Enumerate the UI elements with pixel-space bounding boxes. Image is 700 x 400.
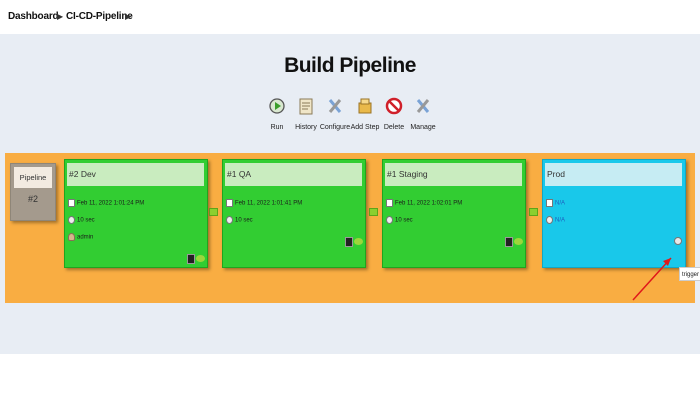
rerun-icon[interactable] <box>196 255 205 262</box>
stage-arrow-icon <box>529 208 538 216</box>
stage-dev-date-row: Feb 11, 2022 1:01:24 PM <box>68 199 144 207</box>
stage-staging-duration: 10 sec <box>395 217 413 224</box>
stage-dev-title[interactable]: #2 Dev <box>67 163 204 186</box>
add-step-button[interactable]: Add Step <box>343 96 387 131</box>
stage-dev-user: admin <box>77 234 94 241</box>
clock-icon <box>68 216 75 224</box>
run-icon <box>267 96 287 116</box>
stage-staging-duration-row: 10 sec <box>386 216 413 224</box>
stage-prod-duration: N/A <box>555 217 566 224</box>
stage-qa-duration: 10 sec <box>235 217 253 224</box>
annotation-arrow <box>632 257 672 301</box>
breadcrumb-ci-cd-pipeline[interactable]: CI-CD-Pipeline <box>66 11 133 22</box>
console-icon[interactable] <box>187 254 195 264</box>
pipeline-number: #2 <box>27 194 38 204</box>
console-icon[interactable] <box>505 237 513 247</box>
breadcrumb-chevron-icon[interactable]: ▶ <box>57 12 64 21</box>
stage-dev-date: Feb 11, 2022 1:01:24 PM <box>77 200 145 207</box>
stage-qa[interactable]: #1 QA Feb 11, 2022 1:01:41 PM 10 sec <box>222 159 366 268</box>
stage-qa-date: Feb 11, 2022 1:01:41 PM <box>235 200 303 207</box>
run-button[interactable]: Run <box>255 96 299 131</box>
stage-qa-duration-row: 10 sec <box>226 216 253 224</box>
pipeline-label: Pipeline <box>14 167 52 188</box>
history-button[interactable]: History <box>284 96 328 131</box>
clock-icon <box>546 216 553 224</box>
console-icon[interactable] <box>345 237 353 247</box>
history-label: History <box>295 124 317 131</box>
top-bar: Dashboard ▶ CI-CD-Pipeline ▶ <box>0 0 700 34</box>
stage-qa-date-row: Feb 11, 2022 1:01:41 PM <box>226 199 302 207</box>
trigger-tooltip: trigger <box>679 267 700 281</box>
stage-prod-title[interactable]: Prod <box>545 163 682 186</box>
calendar-icon <box>546 199 553 207</box>
manage-icon <box>413 96 433 116</box>
breadcrumb-dashboard[interactable]: Dashboard <box>8 11 59 22</box>
stage-staging[interactable]: #1 Staging Feb 11, 2022 1:02:01 PM 10 se… <box>382 159 526 268</box>
add-step-icon <box>355 96 375 116</box>
stage-staging-date-row: Feb 11, 2022 1:02:01 PM <box>386 199 462 207</box>
user-icon <box>68 233 75 241</box>
calendar-icon <box>226 199 233 207</box>
stage-arrow-icon <box>369 208 378 216</box>
trigger-icon[interactable] <box>674 237 682 245</box>
delete-button[interactable]: Delete <box>372 96 416 131</box>
manage-label: Manage <box>410 124 436 131</box>
delete-label: Delete <box>383 124 405 131</box>
add-step-label: Add Step <box>350 124 380 131</box>
stage-staging-title[interactable]: #1 Staging <box>385 163 522 186</box>
stage-prod-duration-row: N/A <box>546 216 565 224</box>
history-icon <box>296 96 316 116</box>
stage-staging-date: Feb 11, 2022 1:02:01 PM <box>395 200 463 207</box>
delete-icon <box>384 96 404 116</box>
stage-prod-date: N/A <box>555 200 566 207</box>
stage-prod-date-row: N/A <box>546 199 565 207</box>
run-label: Run <box>270 124 284 131</box>
configure-button[interactable]: Configure <box>313 96 357 131</box>
page-title: Build Pipeline <box>284 54 416 77</box>
stage-qa-title[interactable]: #1 QA <box>225 163 362 186</box>
calendar-icon <box>68 199 75 207</box>
rerun-icon[interactable] <box>354 238 363 245</box>
stage-dev-duration: 10 sec <box>77 217 95 224</box>
stage-dev-user-row: admin <box>68 233 93 241</box>
stage-prod[interactable]: Prod N/A N/A <box>542 159 686 268</box>
calendar-icon <box>386 199 393 207</box>
stage-dev-duration-row: 10 sec <box>68 216 95 224</box>
manage-button[interactable]: Manage <box>401 96 445 131</box>
pipeline-run-box[interactable]: Pipeline #2 <box>10 163 56 221</box>
stage-arrow-icon <box>209 208 218 216</box>
breadcrumb-chevron-icon[interactable]: ▶ <box>125 12 132 21</box>
clock-icon <box>226 216 233 224</box>
rerun-icon[interactable] <box>514 238 523 245</box>
configure-icon <box>325 96 345 116</box>
stage-dev[interactable]: #2 Dev Feb 11, 2022 1:01:24 PM 10 sec ad… <box>64 159 208 268</box>
configure-label: Configure <box>319 124 351 131</box>
clock-icon <box>386 216 393 224</box>
